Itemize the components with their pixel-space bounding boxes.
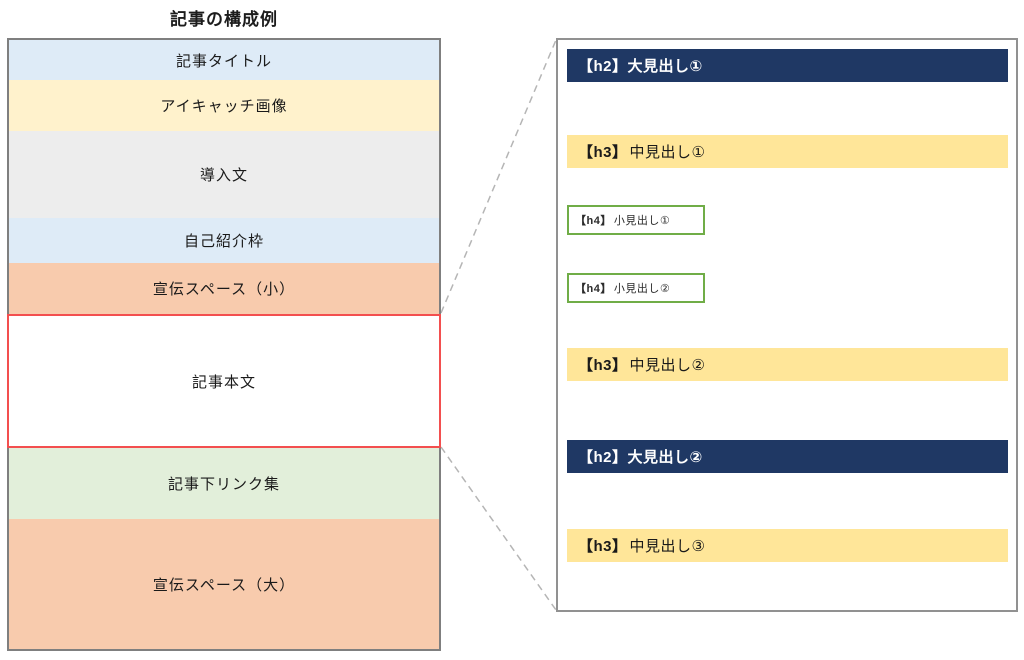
diagram-title: 記事の構成例 [170, 10, 278, 29]
heading-tag: 【h3】 [578, 538, 628, 555]
section-label: 記事タイトル [175, 52, 272, 70]
section-label: 宣伝スペース（小） [152, 281, 296, 298]
heading-tag: 【h4】 [575, 283, 612, 295]
connector-line-bottom [440, 446, 557, 611]
section-label: 自己紹介枠 [183, 233, 264, 250]
section-intro-text: 導入文 [9, 131, 439, 218]
heading-text: 中見出し② [629, 357, 706, 374]
section-label: 記事本文 [191, 373, 256, 391]
heading-text: 中見出し③ [629, 538, 706, 555]
section-label: アイキャッチ画像 [160, 98, 288, 115]
article-column: 記事タイトル アイキャッチ画像 導入文 自己紹介枠 宣伝スペース（小） 記事本文… [7, 38, 441, 651]
section-bottom-link-list: 記事下リンク集 [9, 448, 439, 519]
heading-tag: 【h2】 [578, 58, 628, 75]
outline-panel: 【h2】大見出し① 【h3】中見出し① 【h4】小見出し① 【h4】小見出し② … [556, 38, 1018, 612]
heading-h3-2: 【h3】中見出し② [567, 348, 1008, 381]
heading-text: 中見出し① [629, 144, 706, 161]
section-article-body-highlighted: 記事本文 [7, 314, 441, 448]
connector-line-top [440, 39, 557, 314]
section-self-introduction: 自己紹介枠 [9, 218, 439, 263]
heading-h2-2: 【h2】大見出し② [567, 440, 1008, 473]
section-ad-space-large: 宣伝スペース（大） [9, 519, 439, 649]
section-label: 宣伝スペース（大） [152, 576, 296, 594]
heading-tag: 【h3】 [578, 144, 628, 161]
heading-h3-1: 【h3】中見出し① [567, 135, 1008, 168]
section-label: 導入文 [199, 167, 248, 184]
heading-tag: 【h4】 [575, 215, 612, 227]
heading-text: 小見出し① [613, 215, 671, 227]
heading-tag: 【h2】 [578, 449, 628, 466]
heading-text: 小見出し② [613, 283, 671, 295]
section-label: 記事下リンク集 [167, 476, 280, 493]
section-article-title: 記事タイトル [9, 40, 439, 80]
heading-h4-2: 【h4】小見出し② [567, 273, 705, 303]
heading-h3-3: 【h3】中見出し③ [567, 529, 1008, 562]
section-ad-space-small: 宣伝スペース（小） [9, 263, 439, 314]
heading-text: 大見出し② [627, 449, 703, 466]
heading-h2-1: 【h2】大見出し① [567, 49, 1008, 82]
section-eyecatch-image: アイキャッチ画像 [9, 80, 439, 131]
heading-h4-1: 【h4】小見出し① [567, 205, 705, 235]
heading-tag: 【h3】 [578, 357, 628, 374]
heading-text: 大見出し① [627, 58, 703, 75]
